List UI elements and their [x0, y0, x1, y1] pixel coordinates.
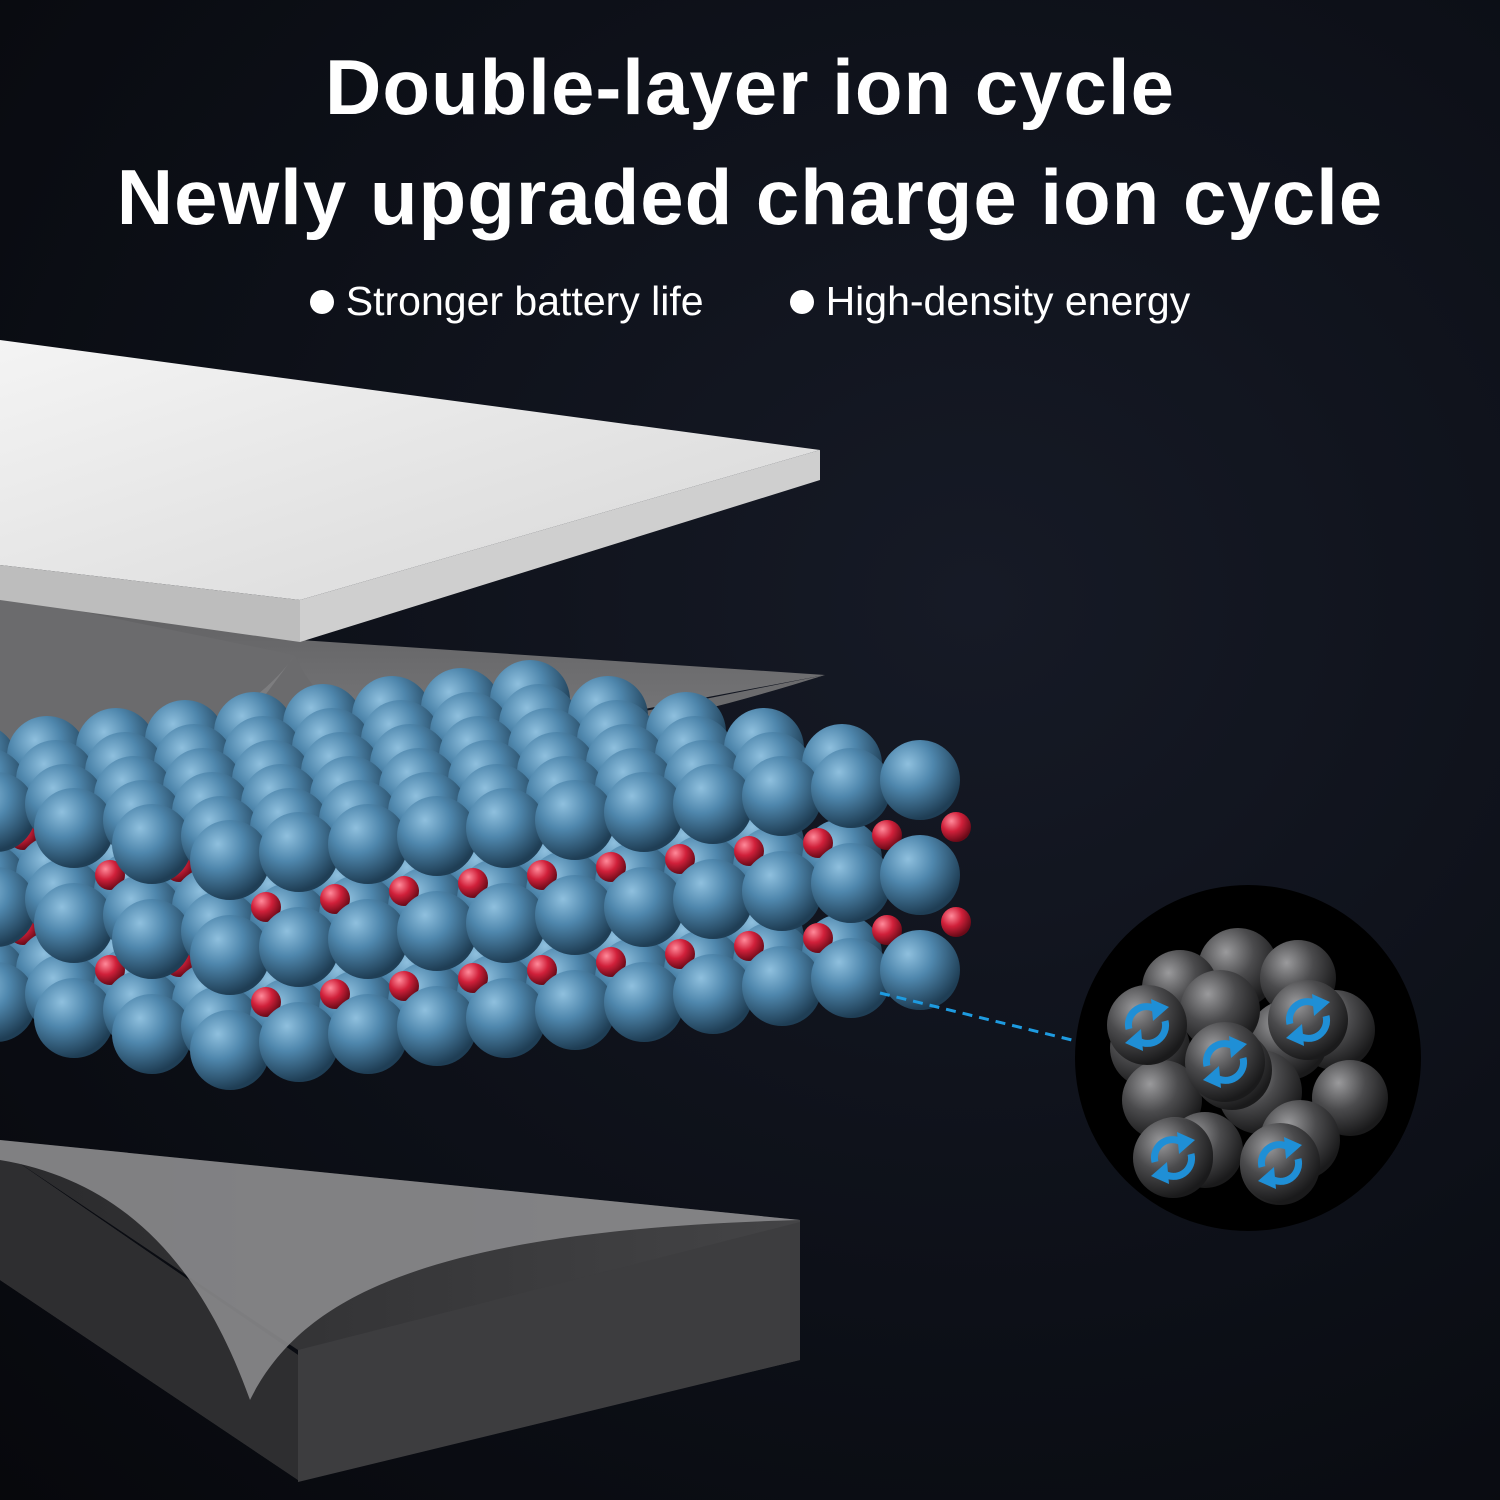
carbon-particle — [1133, 1118, 1213, 1198]
ion-sphere — [604, 772, 684, 852]
lithium-ion — [803, 923, 833, 953]
lithium-ion — [803, 828, 833, 858]
ion-sphere — [811, 938, 891, 1018]
ion-sphere — [328, 899, 408, 979]
ion-sphere — [742, 851, 822, 931]
bullet-dot-icon — [309, 289, 334, 314]
cycle-arrows-icon — [1285, 994, 1331, 1046]
feature-item: Stronger battery life — [309, 278, 704, 325]
ion-sphere — [328, 804, 408, 884]
carbon-particle — [1268, 980, 1348, 1060]
ion-sphere — [397, 891, 477, 971]
ion-sphere — [535, 875, 615, 955]
lithium-ion — [458, 868, 488, 898]
lithium-ion — [665, 939, 695, 969]
connector-line — [879, 991, 1081, 1044]
feature-label: High-density energy — [825, 278, 1191, 324]
lithium-ion — [458, 963, 488, 993]
cycle-arrows-icon — [1124, 999, 1170, 1051]
lithium-ion — [389, 876, 419, 906]
lithium-ion — [251, 892, 281, 922]
lithium-ion — [389, 971, 419, 1001]
ion-sphere — [190, 820, 270, 900]
ion-sphere — [466, 883, 546, 963]
bottom-plate — [0, 1140, 800, 1482]
lithium-ion — [734, 836, 764, 866]
lithium-ion — [734, 931, 764, 961]
carbon-particle — [1185, 1022, 1265, 1102]
carbon-particle — [1240, 1123, 1320, 1203]
carbon-particle — [1107, 985, 1187, 1065]
bullet-dot-icon — [789, 289, 814, 314]
particle-cluster — [1107, 928, 1388, 1205]
headline-line-2: Newly upgraded charge ion cycle — [116, 153, 1384, 241]
ion-sphere — [880, 930, 960, 1010]
ion-sphere — [742, 946, 822, 1026]
ion-sphere — [535, 970, 615, 1050]
lithium-ion — [596, 852, 626, 882]
lithium-ion — [941, 812, 971, 842]
ion-sphere — [673, 859, 753, 939]
lithium-ion — [95, 860, 125, 890]
ion-sphere — [535, 780, 615, 860]
lithium-ion — [872, 820, 902, 850]
feature-list: Stronger battery life High-density energ… — [0, 278, 1500, 325]
ion-sphere — [259, 907, 339, 987]
ion-sphere — [811, 748, 891, 828]
lithium-ion — [527, 955, 557, 985]
lithium-ion — [941, 907, 971, 937]
ion-sphere — [190, 1010, 270, 1090]
ion-sphere — [673, 954, 753, 1034]
lithium-ion — [320, 884, 350, 914]
ion-sphere — [112, 899, 192, 979]
ion-sphere-lattice — [0, 660, 971, 1090]
ion-sphere — [604, 962, 684, 1042]
ion-sphere — [466, 978, 546, 1058]
ion-sphere — [880, 835, 960, 915]
ion-sphere — [34, 788, 114, 868]
ion-sphere — [190, 915, 270, 995]
lithium-ion — [527, 860, 557, 890]
cycle-arrows-icon — [1150, 1132, 1196, 1184]
headline-line-1: Double-layer ion cycle — [325, 43, 1175, 131]
ion-sphere — [397, 986, 477, 1066]
cycle-arrows-icon — [1257, 1137, 1303, 1189]
ion-sphere — [112, 994, 192, 1074]
lithium-ion — [95, 955, 125, 985]
ion-sphere — [673, 764, 753, 844]
lithium-ion — [596, 947, 626, 977]
ion-sphere — [259, 1002, 339, 1082]
detail-magnifier — [1075, 885, 1421, 1231]
ion-sphere — [259, 812, 339, 892]
top-plate — [0, 340, 820, 642]
lithium-ion — [320, 979, 350, 1009]
lithium-ion — [665, 844, 695, 874]
ion-sphere — [604, 867, 684, 947]
ion-sphere — [742, 756, 822, 836]
ion-sphere — [34, 883, 114, 963]
ion-sphere — [328, 994, 408, 1074]
ion-sphere — [397, 796, 477, 876]
ion-sphere — [34, 978, 114, 1058]
feature-label: Stronger battery life — [345, 278, 704, 324]
ion-sphere — [811, 843, 891, 923]
feature-item: High-density energy — [789, 278, 1191, 325]
lithium-ion — [872, 915, 902, 945]
ion-sphere — [112, 804, 192, 884]
ion-sphere — [880, 740, 960, 820]
ion-sphere — [466, 788, 546, 868]
lithium-ion — [251, 987, 281, 1017]
cycle-arrows-icon — [1202, 1036, 1248, 1088]
